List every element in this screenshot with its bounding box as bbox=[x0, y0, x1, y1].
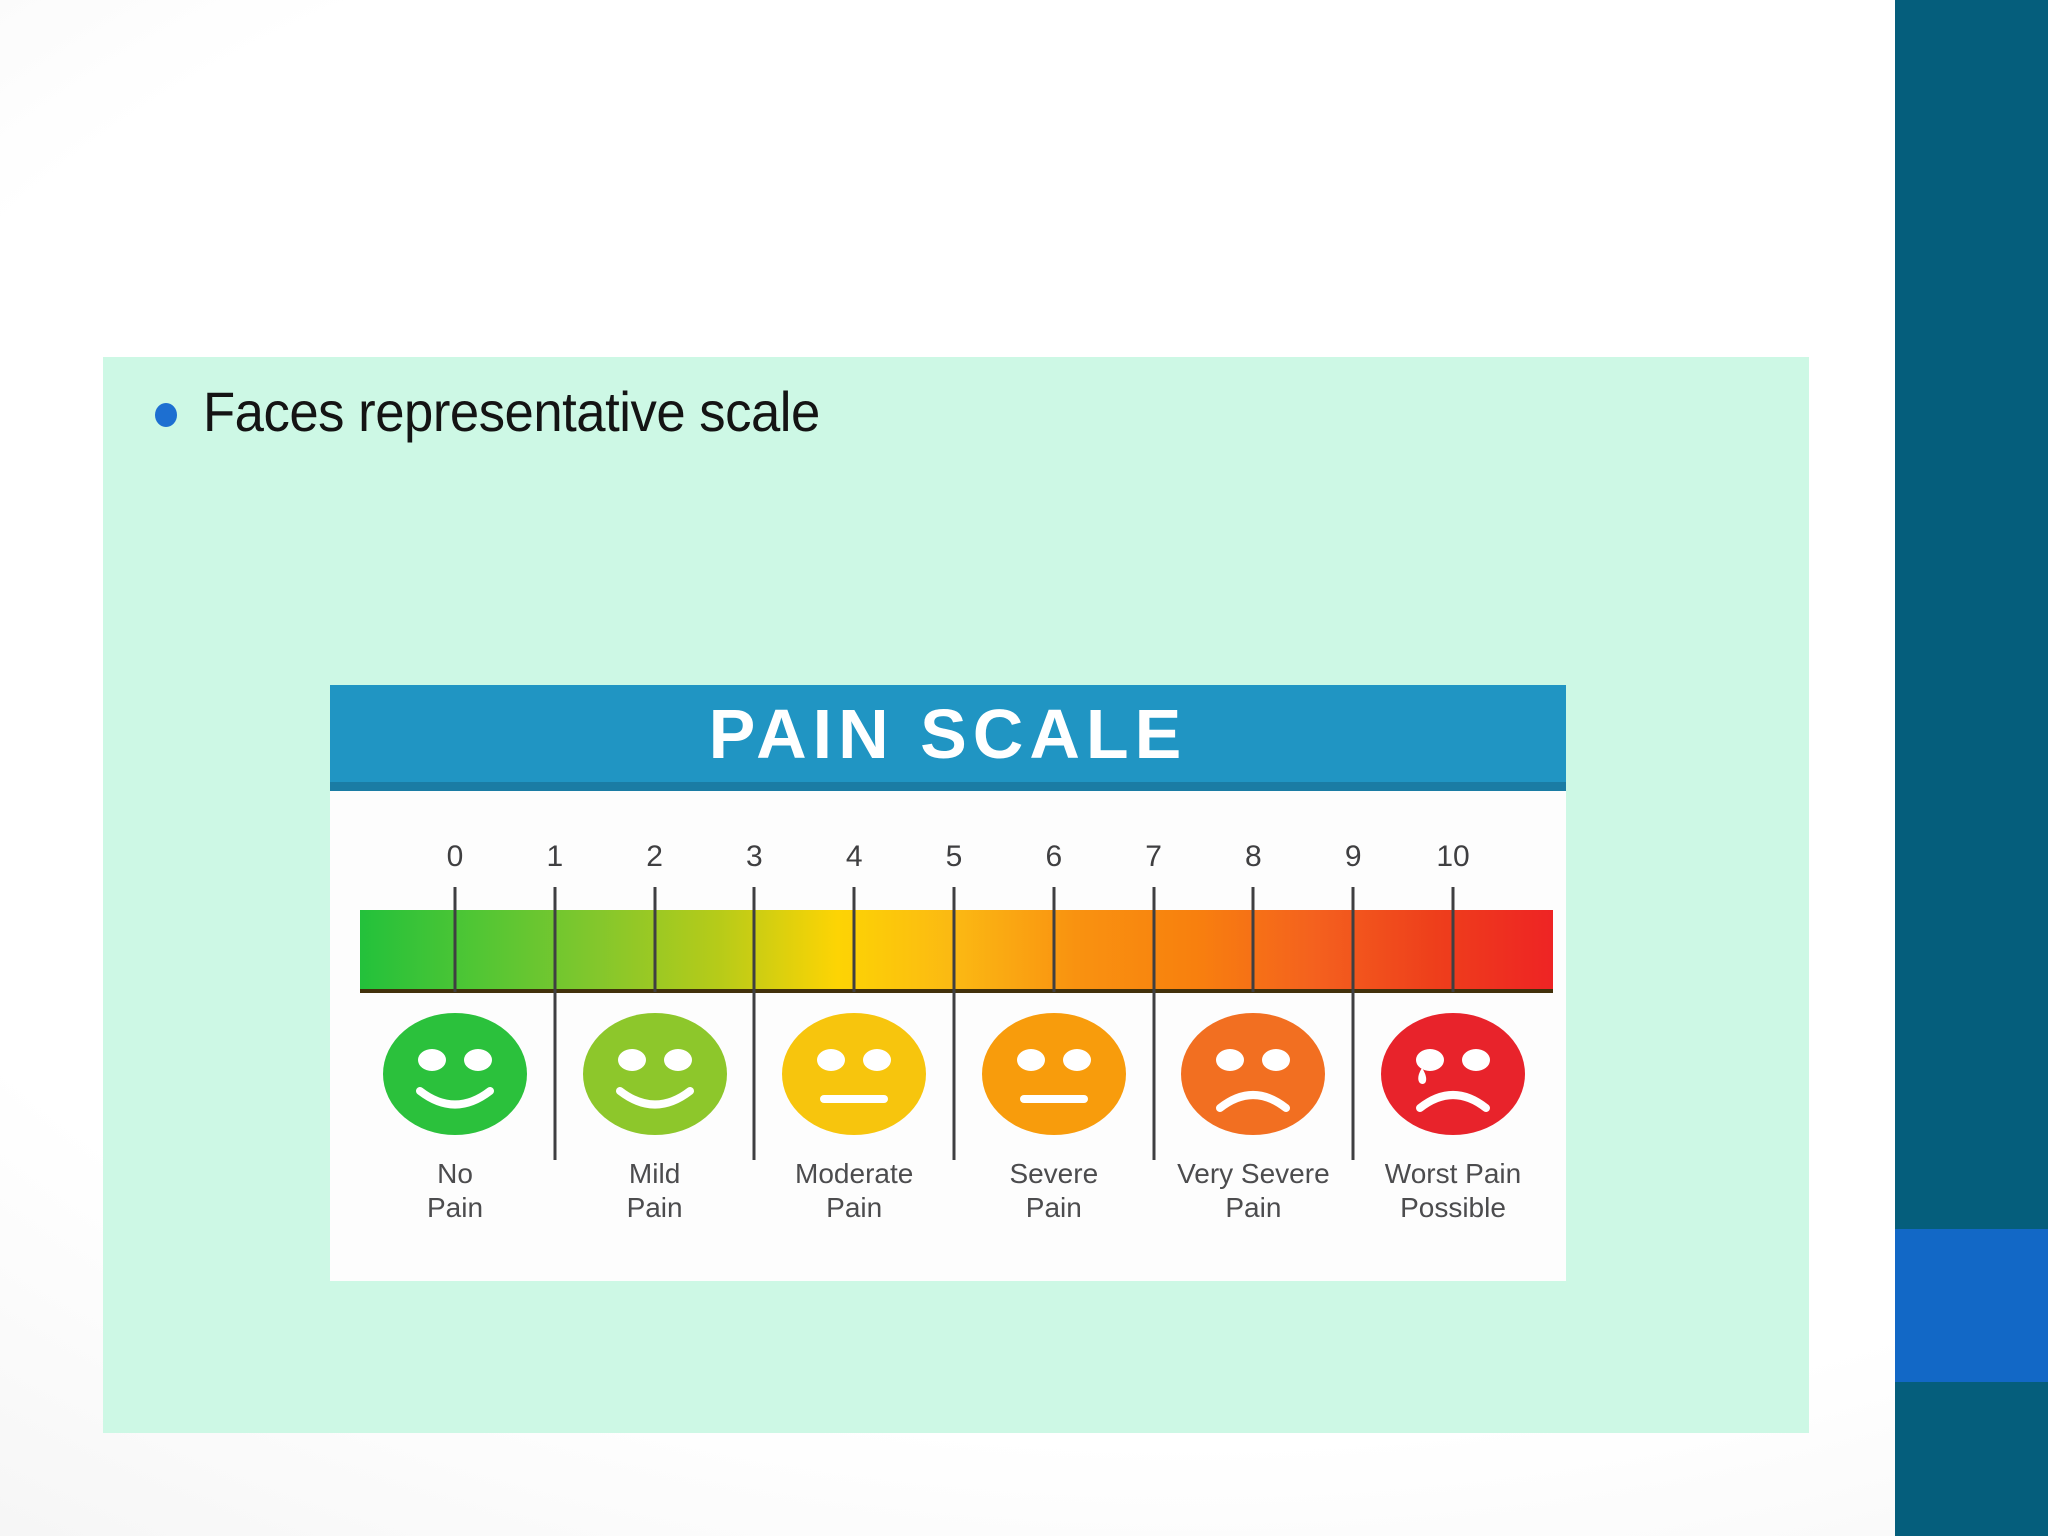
scale-tick-line bbox=[453, 887, 457, 992]
pain-face-label-line: Severe bbox=[1009, 1158, 1099, 1189]
face-eye bbox=[1016, 1049, 1045, 1071]
right-accent-square bbox=[1895, 1229, 2048, 1382]
face-eye bbox=[1462, 1049, 1490, 1071]
bullet-icon bbox=[155, 402, 177, 427]
pain-face-label-line: Possible bbox=[1400, 1192, 1506, 1224]
face-body bbox=[782, 1013, 927, 1135]
face-mouth bbox=[1216, 1091, 1291, 1112]
content-panel: Faces representative scale PAIN SCALE 0 1… bbox=[103, 357, 1809, 1433]
face-eye bbox=[617, 1049, 646, 1071]
face-divider-line bbox=[1351, 887, 1355, 1160]
pain-face-label-line: Mild bbox=[628, 1158, 681, 1189]
scale-number: 4 bbox=[845, 840, 863, 873]
pain-face-label-line: Pain bbox=[1225, 1192, 1282, 1224]
scale-tick-line bbox=[1451, 887, 1455, 992]
scale-tick-line bbox=[1251, 887, 1255, 992]
face-body bbox=[1181, 1013, 1326, 1135]
face-mouth bbox=[416, 1087, 494, 1109]
pain-face bbox=[782, 1013, 927, 1135]
scale-number: 1 bbox=[546, 840, 564, 873]
pain-face-label-line: Very Severe bbox=[1177, 1158, 1330, 1189]
scale-number: 10 bbox=[1436, 840, 1470, 873]
face-divider-line bbox=[553, 887, 557, 1160]
face-body bbox=[1381, 1013, 1525, 1135]
right-accent-bar bbox=[1895, 0, 2048, 1536]
bullet-item: Faces representative scale bbox=[155, 379, 859, 444]
pain-face-label-line: Pain bbox=[826, 1192, 883, 1224]
scale-number: 5 bbox=[945, 840, 963, 873]
pain-face-label-line: Moderate bbox=[795, 1158, 914, 1189]
pain-scale-title: PAIN SCALE bbox=[330, 685, 1566, 791]
face-divider-line bbox=[752, 887, 756, 1160]
scale-tick-line bbox=[852, 887, 856, 992]
face-divider-line bbox=[952, 887, 956, 1160]
pain-gradient-bar bbox=[360, 910, 1553, 993]
face-eye bbox=[1416, 1049, 1444, 1071]
face-mouth bbox=[1416, 1091, 1490, 1112]
pain-face bbox=[981, 1013, 1126, 1135]
pain-face bbox=[582, 1013, 727, 1135]
scale-number: 7 bbox=[1145, 840, 1162, 873]
face-mouth bbox=[615, 1087, 694, 1109]
face-eye bbox=[863, 1049, 892, 1071]
pain-face-label-line: No bbox=[437, 1158, 473, 1189]
scale-number: 0 bbox=[446, 840, 464, 873]
face-eye bbox=[464, 1049, 492, 1071]
face-divider-line bbox=[1152, 887, 1156, 1160]
scale-number: 9 bbox=[1344, 840, 1362, 873]
pain-face-label-line: Pain bbox=[626, 1192, 683, 1224]
scale-number: 3 bbox=[746, 840, 763, 873]
face-body bbox=[981, 1013, 1126, 1135]
pain-face-label-line: Pain bbox=[426, 1192, 484, 1224]
scale-number: 8 bbox=[1245, 840, 1262, 873]
scale-number: 2 bbox=[646, 840, 663, 873]
scale-tick-line bbox=[1052, 887, 1056, 992]
face-eye bbox=[418, 1049, 446, 1071]
bullet-text: Faces representative scale bbox=[203, 380, 820, 443]
face-eye bbox=[817, 1049, 846, 1071]
face-eye bbox=[1062, 1049, 1091, 1071]
face-body bbox=[383, 1013, 527, 1135]
face-eye bbox=[1262, 1049, 1291, 1071]
pain-face-label-line: Worst Pain bbox=[1384, 1158, 1522, 1189]
scale-number: 6 bbox=[1045, 840, 1063, 873]
tear-icon bbox=[1418, 1068, 1427, 1084]
scale-tick-line bbox=[653, 887, 657, 992]
pain-face bbox=[383, 1013, 527, 1135]
pain-face-label-line: Pain bbox=[1025, 1192, 1082, 1224]
face-body bbox=[582, 1013, 727, 1135]
face-eye bbox=[663, 1049, 692, 1071]
pain-face bbox=[1181, 1013, 1326, 1135]
face-eye bbox=[1216, 1049, 1245, 1071]
pain-face bbox=[1381, 1013, 1525, 1135]
